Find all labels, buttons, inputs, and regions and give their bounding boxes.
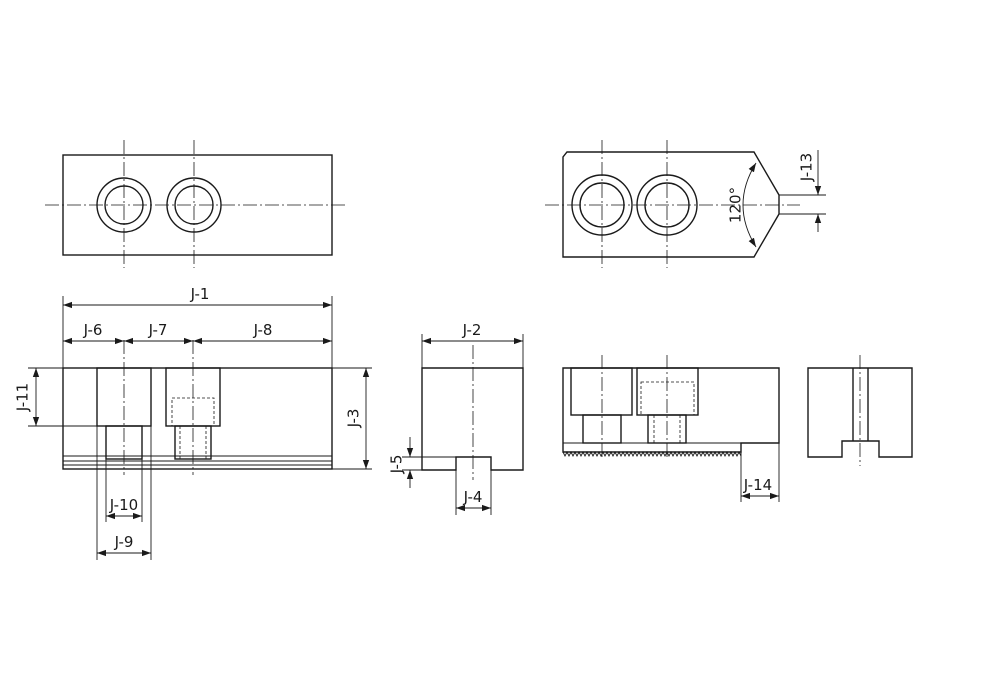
dim-label-j8: J-8 [253, 321, 273, 339]
bolt-hole-2 [174, 185, 214, 225]
angle-arc [742, 162, 757, 248]
jaw-outline-vee [562, 151, 780, 258]
dim-label-j13: J-13 [798, 153, 816, 182]
dim-label-j6: J-6 [83, 321, 103, 339]
counterbore-1 [571, 174, 633, 236]
jaw-outline-serrated [562, 367, 780, 453]
end-profile [421, 367, 524, 471]
bolt-hole-1 [104, 185, 144, 225]
dim-label-j11: J-11 [14, 383, 32, 412]
end-profile [807, 367, 913, 458]
end-view-right [807, 355, 913, 466]
angle-label: 120° [727, 187, 745, 223]
dim-label-j5: J-5 [388, 455, 406, 475]
end-view-left: J-2 J-5 J-4 [388, 321, 524, 515]
bolt-hole-2 [644, 182, 690, 228]
dim-label-j3: J-3 [345, 409, 363, 429]
counterbore-section-1 [570, 367, 633, 416]
counterbore-section-2 [636, 367, 699, 416]
jaw-outline [62, 367, 333, 470]
dim-label-j7: J-7 [148, 321, 168, 339]
dim-label-j14: J-14 [743, 476, 772, 494]
side-section-left: J-1 J-6 J-7 J-8 J-11 J-3 J-10 J-9 [14, 285, 372, 560]
plan-view-left [45, 140, 345, 268]
side-section-right: J-14 [562, 355, 780, 502]
counterbore-1 [96, 177, 152, 233]
dim-label-j9: J-9 [114, 533, 134, 551]
dim-label-j4: J-4 [463, 488, 483, 506]
dim-label-j2: J-2 [462, 321, 482, 339]
counterbore-2 [166, 177, 222, 233]
bolt-hole-1 [579, 182, 625, 228]
dim-label-j10: J-10 [109, 496, 138, 514]
counterbore-2 [636, 174, 698, 236]
serration-teeth [562, 450, 742, 458]
plan-view-right: 120° J-13 [545, 140, 826, 268]
hidden-thread [640, 381, 695, 416]
dim-label-j1: J-1 [190, 285, 210, 303]
